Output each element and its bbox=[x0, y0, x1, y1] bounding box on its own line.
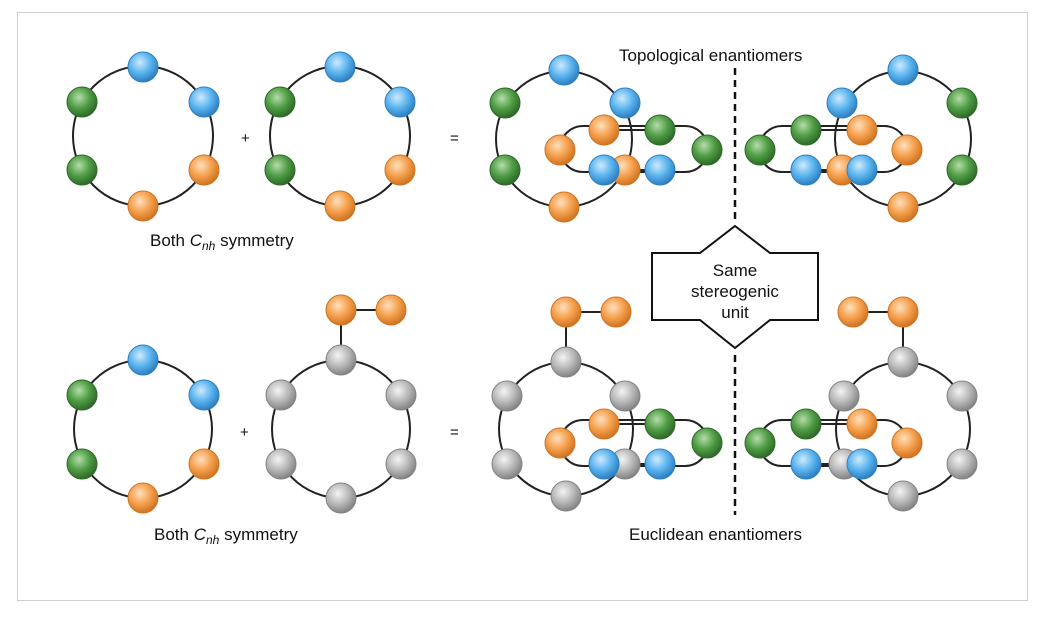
bead-grey bbox=[550, 346, 582, 378]
bead-orange bbox=[550, 296, 582, 328]
bead-green bbox=[744, 427, 776, 459]
bead-blue bbox=[644, 448, 676, 480]
plus-sign-top: + bbox=[241, 130, 250, 147]
bead-blue bbox=[846, 154, 878, 186]
bead-green bbox=[790, 408, 822, 440]
bead-orange bbox=[325, 294, 357, 326]
euclidean-enantiomers-label: Euclidean enantiomers bbox=[629, 525, 802, 544]
bead-grey bbox=[550, 480, 582, 512]
bead-green bbox=[691, 427, 723, 459]
bead-blue bbox=[790, 448, 822, 480]
bead-green bbox=[66, 86, 98, 118]
topological-enantiomers-label: Topological enantiomers bbox=[619, 46, 802, 65]
bead-green bbox=[66, 448, 98, 480]
top-left-ring-1 bbox=[66, 51, 220, 222]
bead-grey bbox=[828, 380, 860, 412]
bead-green bbox=[489, 154, 521, 186]
bead-grey bbox=[385, 379, 417, 411]
bead-grey bbox=[887, 480, 919, 512]
bead-blue bbox=[324, 51, 356, 83]
bead-orange bbox=[891, 134, 923, 166]
bead-blue bbox=[826, 87, 858, 119]
bead-orange bbox=[188, 448, 220, 480]
equals-sign-bottom: = bbox=[450, 424, 459, 441]
bead-grey bbox=[385, 448, 417, 480]
equals-sign-top: = bbox=[450, 130, 459, 147]
bead-grey bbox=[325, 482, 357, 514]
bead-grey bbox=[491, 380, 523, 412]
bead-green bbox=[946, 154, 978, 186]
bead-green bbox=[946, 87, 978, 119]
bead-grey bbox=[609, 380, 641, 412]
bead-blue bbox=[188, 379, 220, 411]
bead-grey bbox=[265, 379, 297, 411]
bead-orange bbox=[588, 114, 620, 146]
bead-orange bbox=[384, 154, 416, 186]
same-stereogenic-unit-badge: Same stereogenic unit bbox=[651, 224, 819, 350]
bottom-left-ring-2 bbox=[265, 294, 417, 514]
bead-orange bbox=[127, 482, 159, 514]
bead-orange bbox=[324, 190, 356, 222]
bead-orange bbox=[544, 134, 576, 166]
bead-blue bbox=[127, 51, 159, 83]
bottom-left-caption: Both Cnh symmetry bbox=[154, 525, 298, 547]
bead-green bbox=[644, 114, 676, 146]
bead-orange bbox=[375, 294, 407, 326]
bottom-left-ring-1 bbox=[66, 344, 220, 514]
bead-grey bbox=[887, 346, 919, 378]
bead-blue bbox=[644, 154, 676, 186]
bead-green bbox=[66, 379, 98, 411]
bead-blue bbox=[846, 448, 878, 480]
bead-orange bbox=[544, 427, 576, 459]
bead-orange bbox=[600, 296, 632, 328]
bead-orange bbox=[846, 114, 878, 146]
bead-blue bbox=[588, 154, 620, 186]
bead-orange bbox=[887, 191, 919, 223]
bead-green bbox=[264, 154, 296, 186]
bead-blue bbox=[609, 87, 641, 119]
bead-blue bbox=[588, 448, 620, 480]
bead-grey bbox=[265, 448, 297, 480]
bead-orange bbox=[188, 154, 220, 186]
bead-orange bbox=[588, 408, 620, 440]
bead-green bbox=[744, 134, 776, 166]
bead-blue bbox=[384, 86, 416, 118]
plus-sign-bottom: + bbox=[240, 424, 249, 441]
bead-grey bbox=[325, 344, 357, 376]
bead-orange bbox=[891, 427, 923, 459]
bead-grey bbox=[946, 380, 978, 412]
bead-green bbox=[489, 87, 521, 119]
bead-green bbox=[66, 154, 98, 186]
badge-line-3: unit bbox=[721, 303, 749, 322]
bead-blue bbox=[790, 154, 822, 186]
bead-green bbox=[644, 408, 676, 440]
bead-grey bbox=[946, 448, 978, 480]
euclidean-enantiomer-right bbox=[744, 296, 978, 512]
bead-blue bbox=[548, 54, 580, 86]
bead-green bbox=[790, 114, 822, 146]
top-left-caption: Both Cnh symmetry bbox=[150, 231, 294, 253]
topological-enantiomer-right bbox=[744, 54, 978, 223]
bead-grey bbox=[491, 448, 523, 480]
topological-enantiomer-left bbox=[489, 54, 723, 223]
badge-line-1: Same bbox=[713, 261, 757, 280]
bead-orange bbox=[846, 408, 878, 440]
badge-line-2: stereogenic bbox=[691, 282, 779, 301]
top-left-ring-2 bbox=[264, 51, 416, 222]
bead-green bbox=[691, 134, 723, 166]
euclidean-enantiomer-left bbox=[491, 296, 723, 512]
bead-green bbox=[264, 86, 296, 118]
bead-blue bbox=[188, 86, 220, 118]
bead-orange bbox=[837, 296, 869, 328]
bead-orange bbox=[887, 296, 919, 328]
bead-orange bbox=[127, 190, 159, 222]
bead-blue bbox=[127, 344, 159, 376]
bead-orange bbox=[548, 191, 580, 223]
bead-blue bbox=[887, 54, 919, 86]
